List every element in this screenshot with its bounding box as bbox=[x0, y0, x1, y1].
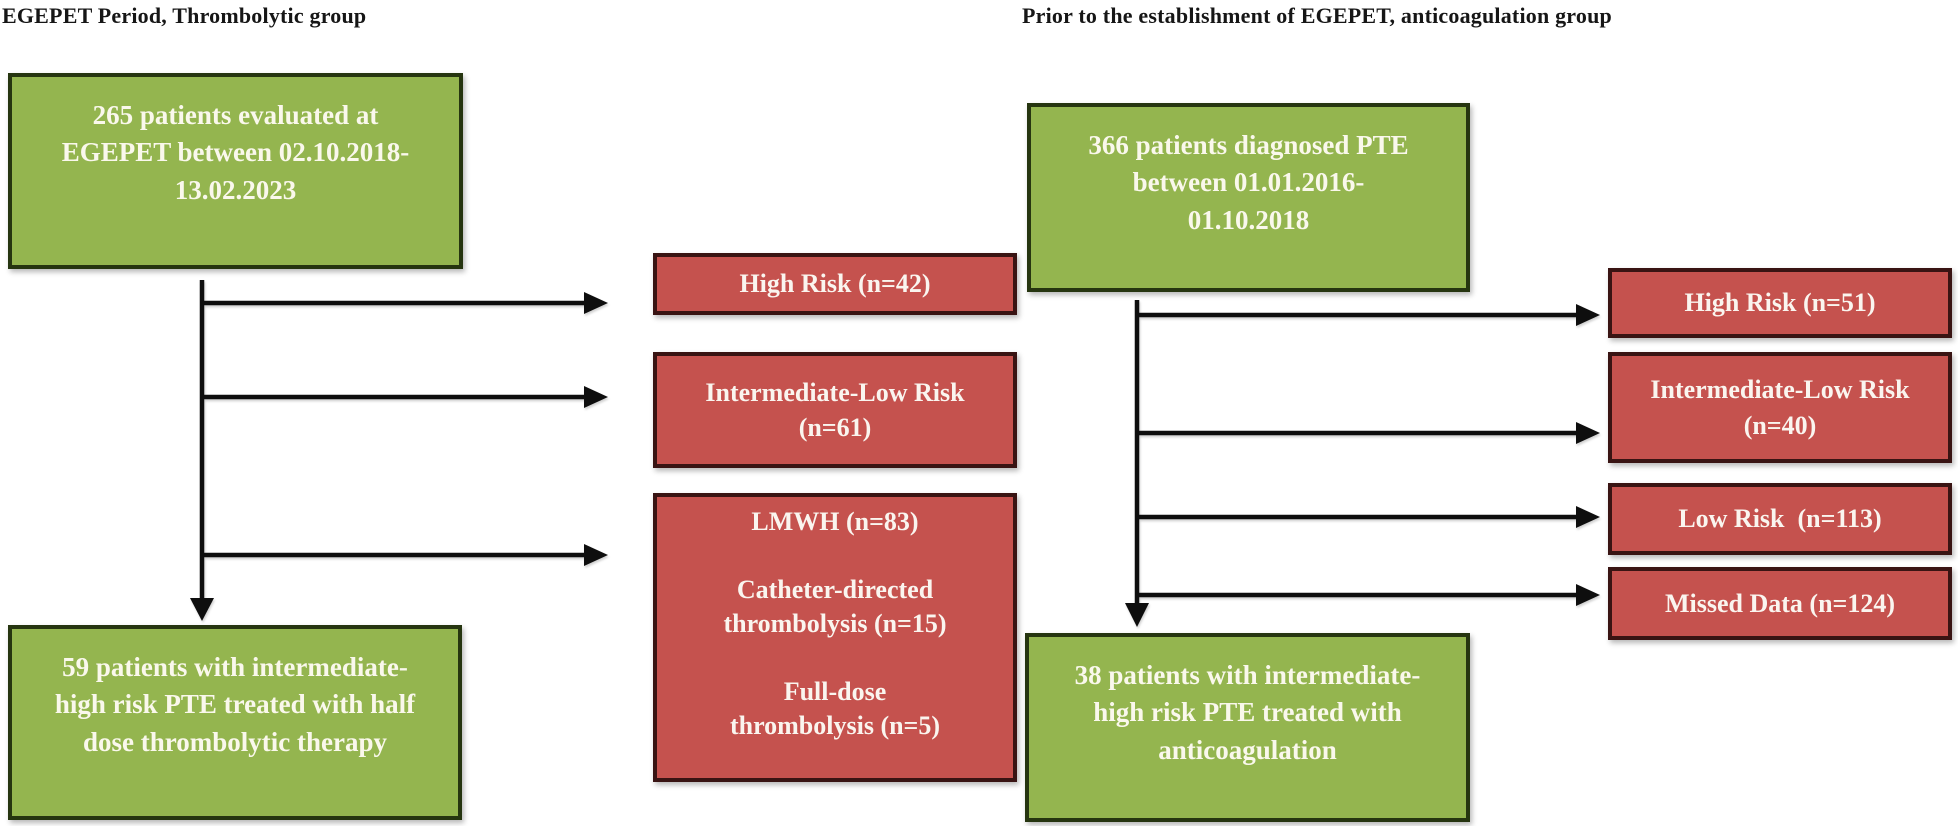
right-outcome-box: 38 patients with intermediate- high risk… bbox=[1025, 633, 1470, 822]
right-branch-arrowhead-2 bbox=[1576, 422, 1600, 444]
left-flow-arrows bbox=[190, 280, 608, 621]
left-branch-box-treatments: LMWH (n=83) Catheter-directed thrombolys… bbox=[653, 493, 1017, 782]
right-flow-arrows bbox=[1125, 300, 1600, 627]
right-branch-arrowhead-4 bbox=[1576, 584, 1600, 606]
right-branch-arrowhead-1 bbox=[1576, 304, 1600, 326]
right-down-arrowhead bbox=[1125, 603, 1149, 627]
right-branch-box-low-risk: Low Risk (n=113) bbox=[1608, 483, 1952, 555]
right-branch-arrowhead-3 bbox=[1576, 506, 1600, 528]
left-branch-box-high-risk: High Risk (n=42) bbox=[653, 253, 1017, 315]
left-branch-box-intermediate-low-risk: Intermediate-Low Risk (n=61) bbox=[653, 352, 1017, 468]
left-source-box: 265 patients evaluated at EGEPET between… bbox=[8, 73, 463, 269]
right-source-box: 366 patients diagnosed PTE between 01.01… bbox=[1027, 103, 1470, 292]
right-branch-box-high-risk: High Risk (n=51) bbox=[1608, 268, 1952, 338]
left-branch-arrowhead-3 bbox=[584, 544, 608, 566]
left-outcome-box: 59 patients with intermediate- high risk… bbox=[8, 625, 462, 820]
right-branch-box-intermediate-low-risk: Intermediate-Low Risk (n=40) bbox=[1608, 352, 1952, 463]
right-flow-title: Prior to the establishment of EGEPET, an… bbox=[1022, 3, 1612, 28]
left-branch-arrowhead-1 bbox=[584, 292, 608, 314]
left-down-arrowhead bbox=[190, 598, 214, 621]
left-flow-title: EGEPET Period, Thrombolytic group bbox=[2, 3, 367, 28]
left-branch-arrowhead-2 bbox=[584, 386, 608, 408]
right-branch-box-missed-data: Missed Data (n=124) bbox=[1608, 567, 1952, 640]
